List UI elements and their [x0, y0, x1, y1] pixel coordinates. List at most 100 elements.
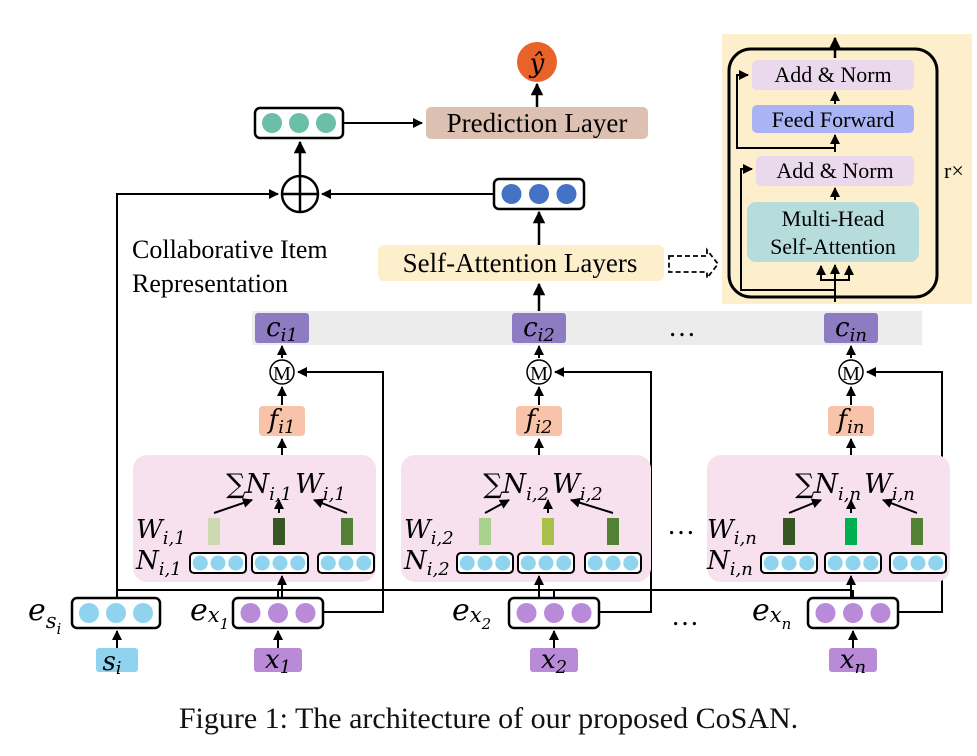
f-box — [516, 406, 562, 436]
final-embedding-dot — [289, 113, 309, 133]
neighbor-aggregation-panel — [401, 455, 651, 582]
add-norm-top-label: Add & Norm — [774, 62, 891, 87]
self-attention-layers-box — [378, 245, 664, 281]
neighbor-weight-bar — [607, 518, 619, 545]
neighbor-embedding-dot — [192, 555, 208, 571]
neighbor-embedding-dot — [495, 555, 511, 571]
prediction-layer-box — [426, 107, 648, 139]
add-norm-bottom-box — [756, 156, 914, 186]
self-attention-layers-label: Self-Attention Layers — [403, 248, 638, 278]
item-embedding-dot — [240, 603, 261, 623]
weight-label: Wi,2 — [404, 515, 454, 549]
neighbor-aggregation-panel — [707, 455, 950, 582]
f-box — [828, 406, 874, 436]
neighbor-weight-bar — [341, 518, 353, 545]
neighbor-aggregation-panel — [133, 455, 376, 582]
sequence-embedding-dot — [501, 184, 522, 204]
neighbor-embedding-dot — [781, 555, 797, 571]
neighbor-embedding-dot — [763, 555, 779, 571]
neighbor-weight-bar — [911, 518, 923, 545]
sequence-embedding-dot — [556, 184, 577, 204]
neighbor-embedding-dot — [356, 555, 372, 571]
session-input-box — [96, 648, 138, 672]
f-box — [259, 406, 305, 436]
item-embedding-dot — [516, 603, 537, 623]
collab-item-label: ci1 — [266, 313, 298, 346]
neighbor-ellipsis: … — [667, 510, 695, 541]
neighbor-weight-bar — [783, 518, 795, 545]
item-embedding-dot — [268, 603, 288, 623]
session-embedding-dot — [106, 603, 126, 623]
neighbor-label: Ni,n — [706, 546, 753, 580]
neighbor-embedding-dot — [254, 555, 270, 571]
neighbor-embedding-dot — [799, 555, 815, 571]
expand-dashed-arrow-icon — [668, 247, 720, 281]
item-embedding-label: ex2 — [452, 593, 491, 633]
neighbor-label: Ni,1 — [135, 546, 182, 580]
output-node — [517, 42, 557, 82]
item-embedding-dot — [571, 603, 592, 623]
final-embedding-dot — [262, 113, 282, 133]
neighbor-embedding-dot — [556, 555, 572, 571]
neighbor-weight-bar — [542, 518, 554, 545]
neighbor-weight-bar — [479, 518, 491, 545]
neighbor-label: Ni,2 — [403, 546, 450, 580]
collab-item-label-line1: Collaborative Item — [132, 235, 328, 264]
collab-row-ellipsis: … — [668, 312, 696, 343]
neighbor-embedding-dot — [623, 555, 639, 571]
neighbor-weight-bar — [273, 518, 285, 545]
item-embedding-dot — [295, 603, 316, 623]
sequence-embedding-dots — [501, 184, 577, 204]
session-embedding-dot — [133, 603, 153, 623]
feed-forward-box — [752, 105, 914, 133]
output-label: ŷ — [529, 49, 545, 79]
session-embedding-dot — [79, 603, 99, 623]
item-input-box — [254, 648, 302, 672]
neighbor-embedding-dot — [520, 555, 536, 571]
merge-operator-icon — [526, 359, 552, 385]
item-embedding-label: ex1 — [190, 593, 229, 633]
merge-operator-label: M — [530, 363, 548, 385]
collab-item-label-line2: Representation — [132, 269, 288, 298]
item-embedding-dot — [843, 603, 863, 623]
neighbor-embedding-dot — [272, 555, 288, 571]
figure-caption: Figure 1: The architecture of our propos… — [178, 702, 799, 735]
neighbor-embedding-dot — [892, 555, 908, 571]
collab-item-box — [255, 313, 309, 343]
add-norm-bottom-label: Add & Norm — [776, 158, 893, 183]
repeat-count-label: r× — [944, 158, 964, 183]
merge-operator-label: M — [842, 363, 860, 385]
feed-forward-label: Feed Forward — [772, 107, 895, 132]
multi-head-attention-box — [747, 202, 919, 262]
neighbor-embedding-dot — [910, 555, 926, 571]
neighbor-embedding-dot — [587, 555, 603, 571]
item-input-label: x2 — [541, 645, 567, 678]
collab-item-box — [512, 313, 566, 343]
neighbor-embedding-dot — [605, 555, 621, 571]
item-embedding-dot — [815, 603, 836, 623]
add-norm-top-box — [752, 60, 914, 90]
item-input-box — [829, 648, 877, 672]
input-ellipsis: … — [671, 601, 699, 632]
multi-head-label-line2: Self-Attention — [770, 234, 896, 259]
item-input-label: x1 — [265, 645, 291, 678]
item-embedding-label: exn — [752, 593, 791, 633]
final-embedding-dots — [262, 113, 336, 133]
merge-operator-icon — [269, 359, 295, 385]
transformer-block-panel: Add & Norm Feed Forward Add & Norm Multi… — [722, 34, 972, 304]
neighbor-embedding-dot — [320, 555, 336, 571]
neighbor-weight-bar — [845, 518, 857, 545]
collab-item-row — [252, 311, 922, 345]
neighbor-embedding-dot — [845, 555, 861, 571]
final-embedding-dot — [316, 113, 336, 133]
neighbor-embedding-dot — [863, 555, 879, 571]
weight-label: Wi,n — [707, 515, 757, 549]
item-embedding-dot — [870, 603, 891, 623]
neighbor-embedding-dot — [538, 555, 554, 571]
item-input-label: xn — [840, 645, 866, 678]
collab-item-box — [824, 313, 878, 343]
neighbor-embedding-dot — [827, 555, 843, 571]
